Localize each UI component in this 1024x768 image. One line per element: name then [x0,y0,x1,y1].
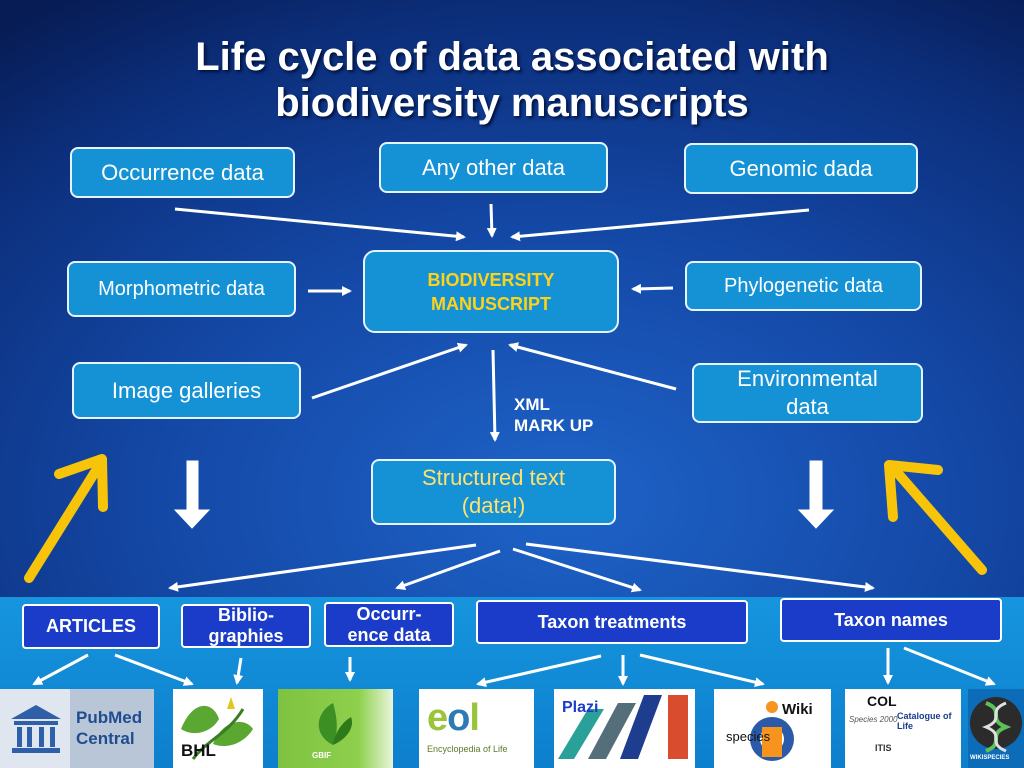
occurrence-data-box: Occurrence data [70,147,295,198]
occurrence-data-button[interactable]: Occurr- ence data [324,602,454,647]
arrow-structured-to-names [525,542,875,592]
bibliographies-label-line-1: Biblio- [218,605,274,625]
arrow-structured-to-articles [168,543,477,592]
plazi-text: Plazi [562,699,599,716]
wikispecies-text: WIKISPECIES [970,755,1010,761]
wiki-species-logo[interactable]: Wiki species [714,689,831,768]
bibliographies-label-line-2: graphies [208,626,284,646]
wiki-text: Wiki [782,701,813,718]
wikispecies-helix-icon [970,697,1022,753]
catalogue-of-life-logo[interactable]: COL Species 2000 Catalogue of Life ITIS [845,689,961,768]
morphometric-data-label: Morphometric data [98,278,265,300]
structured-text-box: Structured text (data!) [371,459,616,525]
block-arrow-left [173,460,211,529]
yellow-arrow-right-head [884,460,943,522]
phylogenetic-data-label: Phylogenetic data [723,275,883,297]
image-galleries-label: Image galleries [111,377,262,403]
pubmed-central-logo[interactable]: PubMed Central [0,689,154,768]
title-line-1: Life cycle of data associated with [195,35,829,79]
arrow-treat-to-wiki [639,653,765,688]
occurrence-data-label: Occurrence data [101,159,264,185]
arrow-manuscript-to-structured [489,349,500,442]
manuscript-label-line-1: BIODIVERSITY [427,269,555,290]
phylogenetic-data-box: Phylogenetic data [685,261,922,311]
morphometric-data-box: Morphometric data [67,261,296,317]
environmental-data-box: Environmental data [692,363,923,423]
manuscript-label-line-2: MANUSCRIPT [431,293,551,314]
pubmed-text-line-1: PubMed [76,708,143,727]
articles-label: ARTICLES [46,616,136,636]
yellow-arrow-left [24,459,105,583]
species-text: species [726,729,771,744]
bhl-logo[interactable]: BHL [173,689,263,768]
gbif-leaf-icon [318,703,353,745]
xml-markup-label: XML MARK UP [514,394,593,436]
environmental-label-line-2: data [786,394,829,419]
bhl-leaf-icon [181,697,253,760]
xml-label-line-1: XML [514,395,550,414]
arrow-structured-to-treatments [512,547,642,593]
taxon-treatments-button[interactable]: Taxon treatments [476,600,748,644]
arrow-phylo-to-manuscript [631,283,674,294]
slide-title: Life cycle of data associated with biodi… [0,34,1024,126]
genomic-data-label: Genomic dada [729,155,873,181]
itis-text: ITIS [875,743,892,753]
bibliographies-button[interactable]: Biblio- graphies [181,604,311,648]
arrow-treat-to-eol [476,654,602,688]
structured-label-line-1: Structured text [421,465,566,490]
yellow-arrow-left-head [54,454,108,512]
arrow-image-to-manuscript [311,342,468,400]
any-other-data-box: Any other data [379,142,608,193]
arrow-other-to-manuscript [486,203,497,238]
yellow-arrow-right [890,465,987,575]
species2000-text: Species 2000 [849,715,898,724]
biodiversity-manuscript-box: BIODIVERSITY MANUSCRIPT [363,250,619,333]
col-text: COL [867,693,897,709]
occurrence-button-line-2: ence data [347,624,431,645]
taxon-names-label: Taxon names [834,609,948,630]
articles-button[interactable]: ARTICLES [22,604,160,649]
plazi-bars-icon [558,695,688,759]
plazi-logo[interactable]: Plazi [554,689,695,768]
environmental-label-line-1: Environmental [737,366,878,391]
block-arrow-right [797,460,835,529]
arrow-structured-to-occurrence [395,549,501,591]
arrow-names-to-wikispecies [903,646,996,686]
arrow-articles-to-pubmed [32,653,89,686]
eol-logo[interactable]: eol Encyclopedia of Life [419,689,534,768]
pubmed-text-line-2: Central [76,729,135,748]
xml-label-line-2: MARK UP [514,416,594,435]
wikispecies-logo[interactable]: WIKISPECIES [968,689,1024,768]
catalogue-text: Catalogue of Life [897,711,952,731]
arrow-genomic-to-manuscript [510,208,810,242]
occurrence-button-line-1: Occurr- [356,603,422,624]
eol-text: Encyclopedia of Life [427,744,508,754]
genomic-data-box: Genomic dada [684,143,918,194]
image-galleries-box: Image galleries [72,362,301,419]
arrow-occurrence-to-manuscript [174,207,466,242]
gbif-logo[interactable]: GBIF [278,689,393,768]
gbif-text: GBIF [312,751,332,760]
title-line-2: biodiversity manuscripts [275,81,749,125]
taxon-names-button[interactable]: Taxon names [780,598,1002,642]
structured-label-line-2: (data!) [461,493,526,518]
bhl-text: BHL [181,741,216,760]
pubmed-building-icon [11,705,61,753]
arrow-biblio-to-bhl [233,657,244,685]
wiki-species-icon [750,701,794,761]
taxon-treatments-label: Taxon treatments [537,611,687,632]
any-other-data-label: Any other data [421,154,566,180]
arrow-articles-to-bhl [114,653,194,686]
arrow-env-to-manuscript [508,342,677,391]
